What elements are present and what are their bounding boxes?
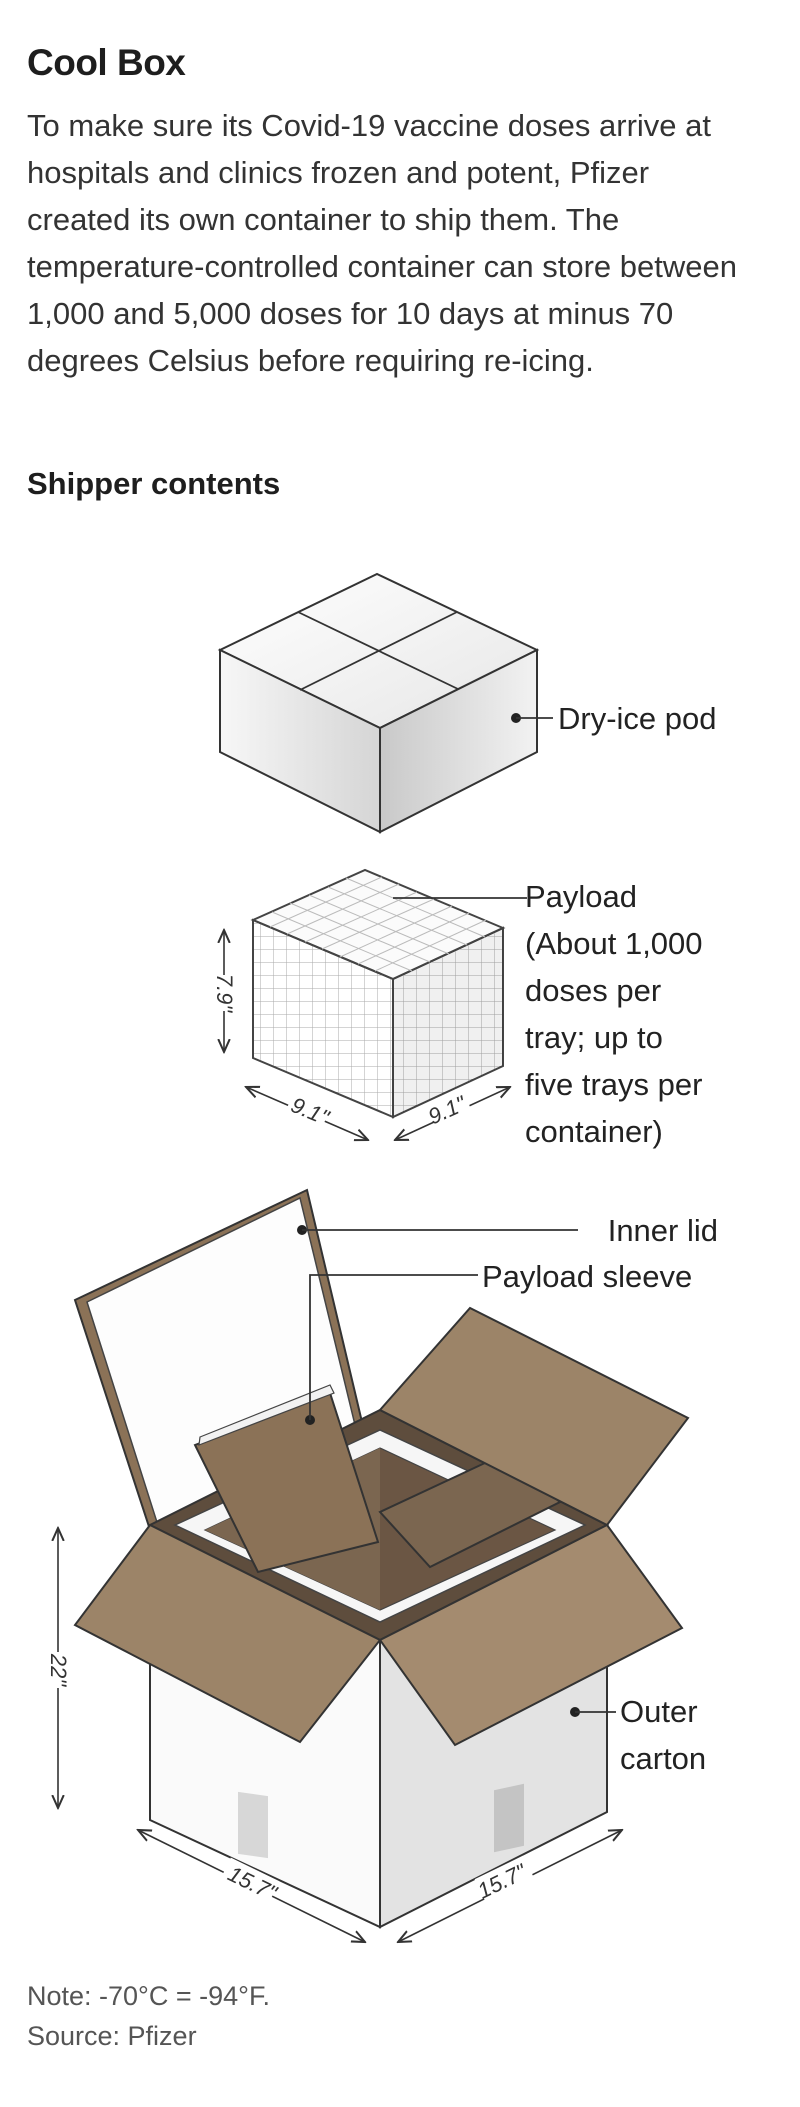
label-outer-carton: Outer carton xyxy=(620,1694,706,1776)
svg-text:Outer: Outer xyxy=(620,1694,698,1729)
carton-back-right-flap xyxy=(378,1306,690,1527)
svg-text:container): container) xyxy=(525,1114,663,1149)
label-inner-lid: Inner lid xyxy=(608,1213,718,1248)
payload-cube xyxy=(250,868,506,1119)
svg-text:tray; up to: tray; up to xyxy=(525,1020,663,1055)
svg-text:7.9": 7.9" xyxy=(212,974,237,1014)
carton-height-dimension: 22" xyxy=(45,1528,71,1808)
svg-text:(About 1,000: (About 1,000 xyxy=(525,926,703,961)
svg-text:five trays per: five trays per xyxy=(525,1067,702,1102)
label-dry-ice-pod: Dry-ice pod xyxy=(558,701,717,736)
carton-front-left-flap xyxy=(73,1523,382,1744)
outer-carton xyxy=(73,1188,690,1929)
label-payload: Payload (About 1,000 doses per tray; up … xyxy=(525,879,703,1149)
section-subhead: Shipper contents xyxy=(27,466,281,501)
intro-text: To make sure its Covid-19 vaccine doses … xyxy=(27,108,737,378)
payload-height-dimension: 7.9" xyxy=(212,930,237,1052)
svg-text:doses per: doses per xyxy=(525,973,661,1008)
svg-text:22": 22" xyxy=(46,1653,71,1687)
svg-text:Payload: Payload xyxy=(525,879,637,914)
svg-text:carton: carton xyxy=(620,1741,706,1776)
svg-text:9.1": 9.1" xyxy=(287,1092,333,1130)
pod-right xyxy=(379,648,538,834)
source-text: Source: Pfizer xyxy=(27,2021,197,2051)
carton-front-right-flap xyxy=(378,1523,684,1747)
label-payload-sleeve: Payload sleeve xyxy=(482,1259,692,1294)
page-title: Cool Box xyxy=(27,42,186,83)
dry-ice-pod xyxy=(217,572,540,834)
footer-notes: Note: -70°C = -94°F. Source: Pfizer xyxy=(27,1976,270,2056)
sleeve-leader-line xyxy=(309,1274,478,1420)
note-text: Note: -70°C = -94°F. xyxy=(27,1981,270,2011)
